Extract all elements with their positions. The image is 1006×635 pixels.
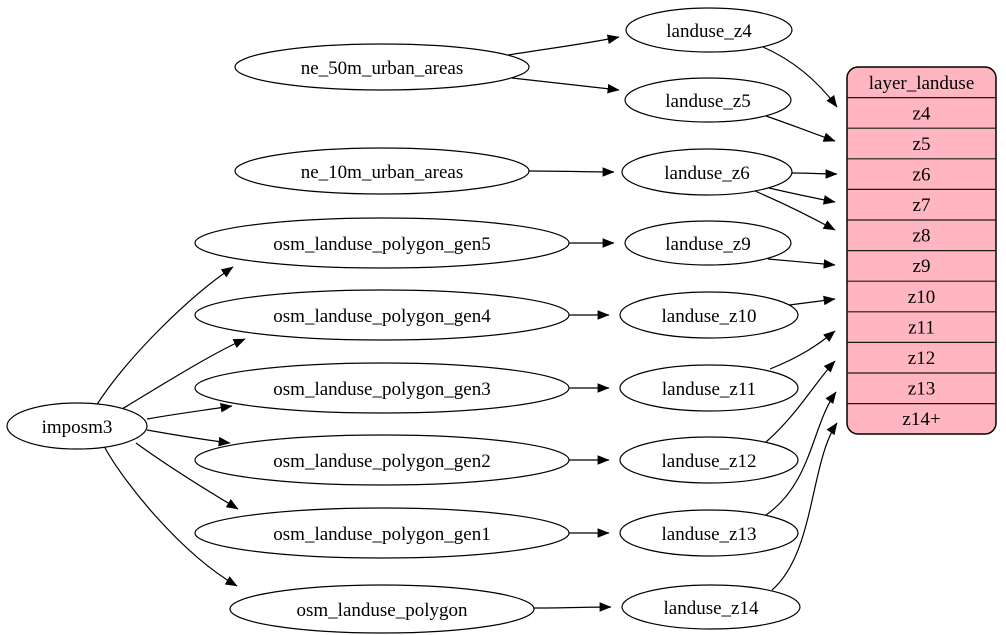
node-label-landuse_z11: landuse_z11 — [662, 379, 756, 400]
edge-landuse_z11-row_z11 — [769, 330, 836, 370]
node-osm_landuse_polygon_gen4: osm_landuse_polygon_gen4 — [194, 289, 570, 341]
node-label-landuse_z10: landuse_z10 — [662, 306, 757, 327]
edge-imposm3-osm_landuse_polygon_gen1 — [135, 442, 239, 510]
node-ne_50m_urban_areas: ne_50m_urban_areas — [234, 43, 530, 91]
node-osm_landuse_polygon_gen1: osm_landuse_polygon_gen1 — [194, 507, 570, 559]
edge-landuse_z14-row_z14plus — [771, 422, 838, 591]
node-label-ne_50m_urban_areas: ne_50m_urban_areas — [301, 58, 464, 79]
node-label-ne_10m_urban_areas: ne_10m_urban_areas — [301, 162, 464, 183]
edge-landuse_z13-row_z13 — [765, 391, 837, 516]
edge-landuse_z6-row_z7 — [768, 187, 836, 205]
table-layer_landuse: layer_landuse z4 z5 z6 z7 z8 z9 z10 z11 … — [846, 66, 997, 435]
edge-ne_50m_urban_areas-landuse_z4 — [507, 34, 620, 56]
edge-landuse_z6-row_z6 — [791, 169, 838, 179]
node-landuse_z10: landuse_z10 — [619, 291, 799, 339]
node-landuse_z14: landuse_z14 — [621, 584, 801, 630]
node-osm_landuse_polygon_gen2: osm_landuse_polygon_gen2 — [194, 434, 570, 486]
node-label-landuse_z6: landuse_z6 — [664, 163, 749, 184]
table-row-z10: z10 — [908, 287, 935, 308]
table-title: layer_landuse — [869, 73, 975, 94]
edge-landuse_z10-row_z10 — [788, 295, 836, 306]
node-label-landuse_z12: landuse_z12 — [662, 451, 757, 472]
edge-imposm3-osm_landuse_polygon_gen2 — [146, 429, 231, 447]
table-row-z8: z8 — [913, 226, 931, 247]
node-imposm3: imposm3 — [6, 402, 148, 450]
table-row-z12: z12 — [908, 348, 935, 369]
node-label-landuse_z4: landuse_z4 — [666, 21, 752, 42]
node-label-osm_landuse_polygon_gen2: osm_landuse_polygon_gen2 — [273, 451, 490, 472]
edge-landuse_z12-row_z12 — [765, 360, 836, 443]
node-label-landuse_z13: landuse_z13 — [662, 524, 757, 545]
node-label-osm_landuse_polygon_gen5: osm_landuse_polygon_gen5 — [273, 234, 490, 255]
edge-osm_landuse_polygon-landuse_z14 — [533, 602, 612, 612]
table-row-z13: z13 — [908, 379, 935, 400]
table-row-z5: z5 — [913, 134, 931, 155]
node-label-landuse_z5: landuse_z5 — [665, 91, 750, 112]
edge-ne_10m_urban_areas-landuse_z6 — [528, 167, 615, 177]
node-layer: imposm3 ne_50m_urban_areas ne_10m_urban_… — [6, 7, 801, 634]
table-row-z11: z11 — [908, 318, 935, 339]
table-row-z4: z4 — [913, 104, 931, 125]
edge-imposm3-osm_landuse_polygon_gen5 — [95, 266, 234, 407]
node-landuse_z6: landuse_z6 — [621, 148, 793, 196]
node-osm_landuse_polygon: osm_landuse_polygon — [229, 584, 535, 634]
edge-landuse_z9-row_z9 — [767, 258, 836, 269]
edge-imposm3-osm_landuse_polygon_gen4 — [121, 338, 246, 410]
node-label-imposm3: imposm3 — [42, 417, 113, 438]
node-landuse_z9: landuse_z9 — [624, 220, 792, 266]
edge-landuse_z6-row_z8 — [754, 190, 836, 231]
node-landuse_z4: landuse_z4 — [625, 7, 793, 53]
edge-layer — [95, 34, 838, 612]
edge-ne_50m_urban_areas-landuse_z5 — [511, 77, 620, 94]
node-landuse_z5: landuse_z5 — [624, 77, 792, 123]
node-osm_landuse_polygon_gen5: osm_landuse_polygon_gen5 — [194, 217, 570, 269]
node-osm_landuse_polygon_gen3: osm_landuse_polygon_gen3 — [194, 362, 570, 414]
node-landuse_z13: landuse_z13 — [619, 509, 799, 557]
table-row-z14plus: z14+ — [902, 409, 940, 430]
table-row-z7: z7 — [913, 195, 931, 216]
table-row-z9: z9 — [913, 256, 931, 277]
node-label-landuse_z9: landuse_z9 — [665, 234, 750, 255]
edge-imposm3-osm_landuse_polygon_gen3 — [146, 402, 233, 420]
node-ne_10m_urban_areas: ne_10m_urban_areas — [234, 147, 530, 195]
node-label-landuse_z14: landuse_z14 — [664, 598, 759, 619]
table-row-z6: z6 — [913, 165, 931, 186]
node-landuse_z11: landuse_z11 — [619, 364, 799, 412]
node-label-osm_landuse_polygon_gen1: osm_landuse_polygon_gen1 — [273, 524, 490, 545]
edge-landuse_z4-row_z4 — [762, 46, 838, 108]
node-label-osm_landuse_polygon_gen4: osm_landuse_polygon_gen4 — [273, 306, 491, 327]
node-label-osm_landuse_polygon: osm_landuse_polygon — [297, 600, 468, 621]
edge-landuse_z5-row_z5 — [765, 115, 836, 142]
node-landuse_z12: landuse_z12 — [619, 436, 799, 484]
edge-imposm3-osm_landuse_polygon — [103, 445, 238, 587]
node-label-osm_landuse_polygon_gen3: osm_landuse_polygon_gen3 — [273, 379, 490, 400]
